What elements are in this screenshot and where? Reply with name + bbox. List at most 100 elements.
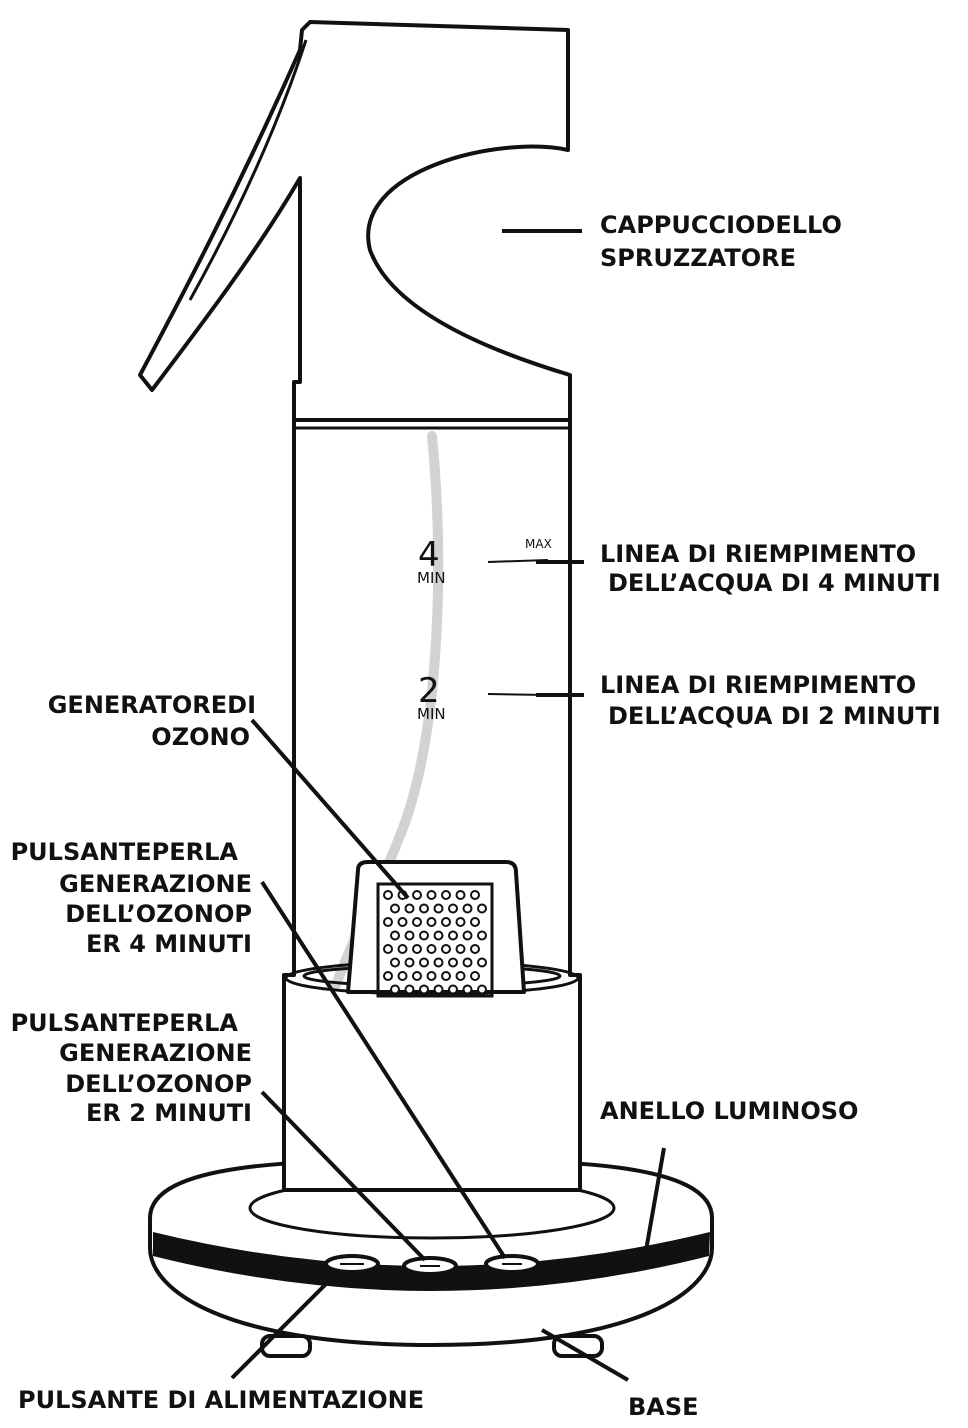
electrode-hole [390,984,400,995]
electrode-hole [462,957,473,968]
label-base: BASE [628,1393,699,1421]
electrode-hole [455,890,466,900]
label-sprayer-cap-1: CAPPUCCIODELLO [600,211,842,239]
electrode-hole [477,957,487,968]
electrode-hole [470,917,480,927]
label-button4-1: PULSANTEPERLA [11,838,239,866]
leader-power [230,1268,342,1380]
label-button2-2: GENERAZIONE [59,1039,252,1067]
electrode-hole [397,971,408,981]
label-button4-2: GENERAZIONE [59,870,252,898]
base-unit [148,1158,714,1358]
electrode-hole [419,903,429,914]
electrode-hole [448,930,458,941]
leader-ozone-generator [250,718,410,900]
power-button[interactable] [324,1254,380,1274]
electrode-hole [448,984,458,995]
label-sprayer-cap-2: SPRUZZATORE [600,244,796,272]
label-button4-4: ER 4 MINUTI [86,930,252,958]
electrode-hole [404,930,415,941]
electrode-hole [426,971,437,981]
electrode-hole [477,984,487,995]
electrode-hole [448,957,458,968]
ozone-2min-button[interactable] [402,1256,458,1276]
electrode-hole [397,944,408,954]
fill-mark-2-number: 2 [418,671,440,711]
electrode-hole [397,917,408,927]
fill-mark-4-unit: MIN [417,569,446,587]
electrode-hole [390,930,400,941]
leader-ring [642,1147,666,1263]
ozone-4min-button[interactable] [484,1254,540,1274]
light-ring [153,1232,710,1291]
electrode-hole [477,930,487,941]
electrode-hole [470,944,480,954]
electrode-hole [441,944,451,954]
label-light-ring: ANELLO LUMINOSO [600,1097,858,1125]
label-fill4-2: DELL’ACQUA DI 4 MINUTI [608,569,941,597]
electrode-hole [426,944,437,954]
electrode-hole [433,903,444,914]
sprayer-cap-outline [138,20,572,422]
ozone-electrode-holes [383,890,487,995]
label-button2-3: DELL’OZONOP [65,1070,252,1098]
electrode-hole [412,971,422,981]
leader-button-4min [260,880,507,1260]
electrode-hole [455,917,466,927]
fill-mark-max: MAX [525,537,552,551]
electrode-hole [433,930,444,941]
ozone-generator [346,860,526,998]
callout-labels: CAPPUCCIODELLO SPRUZZATORE LINEA DI RIEM… [11,211,941,1421]
electrode-hole [433,957,444,968]
label-ozone-generator-2: OZONO [151,723,250,751]
label-button4-3: DELL’OZONOP [65,900,252,928]
electrode-hole [441,917,451,927]
electrode-hole [383,944,393,954]
electrode-hole [426,890,437,900]
electrode-hole [419,957,429,968]
electrode-hole [404,903,415,914]
electrode-hole [441,971,451,981]
bottle-reservoir [282,418,582,1192]
sprayer-cap [138,20,572,422]
label-fill4-1: LINEA DI RIEMPIMENTO [600,540,916,568]
leader-button-2min [260,1090,427,1262]
fill-mark-4-number: 4 [418,535,440,575]
leader-base [540,1328,630,1382]
electrode-hole [412,917,422,927]
label-button2-1: PULSANTEPERLA [11,1009,239,1037]
electrode-hole [462,930,473,941]
label-fill2-1: LINEA DI RIEMPIMENTO [600,671,916,699]
electrode-hole [470,890,480,900]
ozone-electrode-plate [376,882,494,998]
electrode-hole [462,903,473,914]
electrode-hole [426,917,437,927]
electrode-hole [383,971,393,981]
label-ozone-generator-1: GENERATOREDI [48,691,256,719]
electrode-hole [412,890,422,900]
electrode-hole [383,890,393,900]
electrode-hole [390,957,400,968]
electrode-hole [470,971,480,981]
label-button2-4: ER 2 MINUTI [86,1099,252,1127]
fill-mark-2-unit: MIN [417,705,446,723]
electrode-hole [462,984,473,995]
fill-marks: 4 MIN MAX 2 MIN [417,535,552,723]
electrode-hole [419,930,429,941]
electrode-hole [433,984,444,995]
electrode-hole [383,917,393,927]
electrode-hole [419,984,429,995]
electrode-hole [412,944,422,954]
electrode-hole [390,903,400,914]
electrode-hole [455,944,466,954]
electrode-hole [404,957,415,968]
electrode-hole [441,890,451,900]
electrode-hole [448,903,458,914]
electrode-hole [477,903,487,914]
label-fill2-2: DELL’ACQUA DI 2 MINUTI [608,702,941,730]
leader-lines [230,229,666,1382]
base-foot-right [552,1334,604,1358]
electrode-hole [404,984,415,995]
